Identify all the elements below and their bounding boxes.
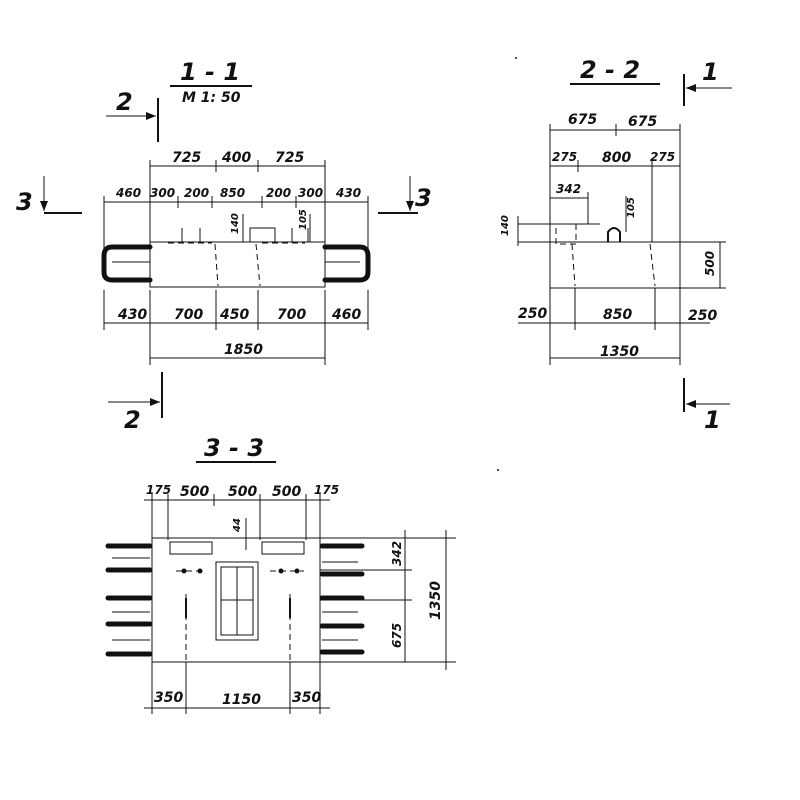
s3-dim-342: 342	[390, 541, 404, 566]
block-1-body	[149, 241, 326, 288]
s1-bot-450: 450	[219, 307, 249, 323]
s2-bot-250b: 250	[688, 308, 717, 324]
s2-bot-850: 850	[603, 307, 632, 323]
section-1-scale: М 1: 50	[182, 90, 241, 106]
s1-dim-140: 140	[230, 213, 241, 234]
s3-top-500a: 500	[180, 484, 209, 500]
s1-r2-460: 460	[115, 186, 141, 200]
cut-2-bottom-label: 2	[124, 406, 141, 434]
s3-dim-675: 675	[390, 623, 404, 648]
loop-right	[322, 244, 371, 283]
cut-2-bottom: 2	[108, 372, 163, 434]
cut-3-right: 3	[378, 176, 432, 214]
section-1-title: 1 - 1	[180, 58, 240, 86]
cut-1-top: 1	[683, 58, 732, 106]
block-2-body	[549, 241, 681, 289]
s1-total-1850: 1850	[224, 342, 263, 358]
s2-dim-342: 342	[556, 182, 581, 196]
cut-2-top-label: 2	[116, 88, 133, 116]
rebar-stubs-left	[105, 543, 153, 657]
cut-2-top: 2	[106, 88, 159, 142]
section-1-1: 1 - 1 М 1: 50 725 400 725	[16, 58, 432, 434]
s1-bot-460: 460	[331, 307, 361, 323]
cut-3-right-label: 3	[415, 184, 432, 212]
cut-1-top-label: 1	[702, 58, 719, 86]
s1-r2-300b: 300	[298, 186, 323, 200]
cut-3-left-label: 3	[16, 188, 33, 216]
s3-top-500b: 500	[228, 484, 257, 500]
rebar-stubs-right	[319, 543, 365, 655]
s2-r2-800: 800	[602, 150, 631, 166]
s1-top-725b: 725	[275, 150, 304, 166]
s3-top-500c: 500	[272, 484, 301, 500]
s2-top-675b: 675	[628, 114, 657, 130]
section-2-title: 2 - 2	[580, 56, 640, 84]
s2-bot-250a: 250	[518, 306, 547, 322]
s1-top-725a: 725	[172, 150, 201, 166]
s2-dim-500: 500	[703, 251, 717, 276]
cut-1-bottom-label: 1	[704, 406, 721, 434]
s2-total-1350: 1350	[600, 344, 639, 360]
s2-top-675a: 675	[568, 112, 597, 128]
s1-r2-300a: 300	[150, 186, 175, 200]
s3-top-175a: 175	[146, 483, 171, 497]
s3-dim-1350: 1350	[428, 581, 444, 620]
s1-bot-700a: 700	[174, 307, 203, 323]
s1-top-400: 400	[221, 150, 251, 166]
cut-1-bottom: 1	[683, 378, 730, 434]
s2-r2-275b: 275	[650, 150, 675, 164]
s1-bot-700b: 700	[277, 307, 306, 323]
s3-bot-350b: 350	[292, 690, 321, 706]
section-3-title: 3 - 3	[204, 434, 264, 462]
s2-r2-275a: 275	[552, 150, 577, 164]
s1-r2-430: 430	[335, 186, 361, 200]
section-3-3: 3 - 3	[105, 434, 456, 714]
s1-r2-200b: 200	[266, 186, 291, 200]
cut-3-left: 3	[16, 176, 82, 216]
s3-bot-350a: 350	[154, 690, 183, 706]
s3-top-175b: 175	[314, 483, 339, 497]
s1-r2-850: 850	[220, 186, 245, 200]
loop-left	[101, 244, 153, 283]
s1-bot-430: 430	[117, 307, 147, 323]
s1-dim-105: 105	[298, 209, 309, 230]
section-2-2: 2 - 2 675 675 275 800 275 342 105	[500, 56, 732, 434]
s1-r2-200a: 200	[184, 186, 209, 200]
s3-bot-1150: 1150	[222, 692, 261, 708]
s2-dim-140: 140	[500, 215, 511, 236]
s2-dim-105: 105	[626, 197, 637, 218]
s3-dim-44: 44	[232, 518, 243, 533]
